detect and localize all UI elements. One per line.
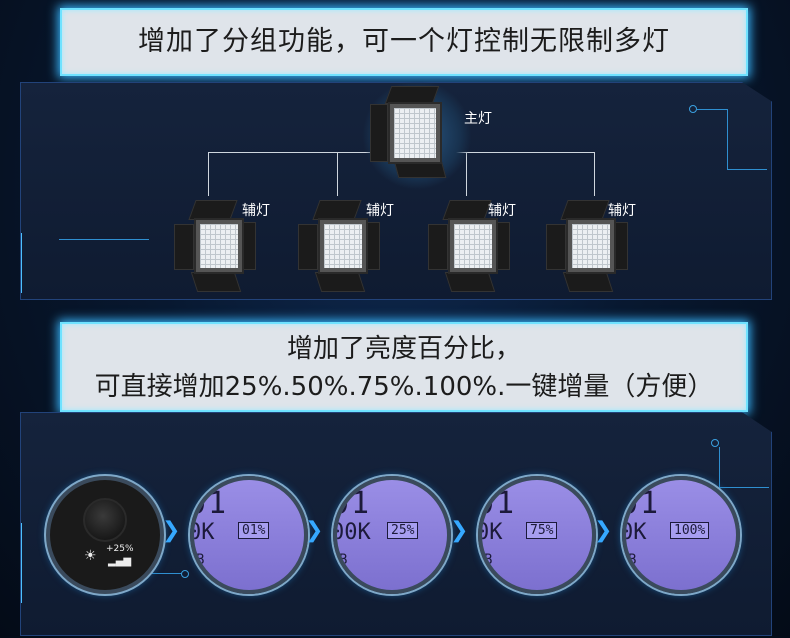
lcd-line2: 0K — [478, 520, 503, 545]
lcd-line3: B — [339, 552, 348, 568]
lcd-display: 01 00K B 25% — [333, 476, 451, 594]
aux-lamp-icon — [428, 198, 510, 294]
lcd-line2: 0K — [190, 520, 215, 545]
lcd-display: 01 0K B 01% — [190, 476, 308, 594]
grouping-banner: 增加了分组功能，可一个灯控制无限制多灯 — [60, 8, 748, 76]
lcd-percent: 75% — [526, 522, 558, 539]
grouping-banner-text: 增加了分组功能，可一个灯控制无限制多灯 — [138, 26, 670, 57]
lcd-line3: B — [196, 552, 205, 568]
decor-line — [59, 239, 149, 240]
decor-line — [719, 487, 769, 488]
lcd-percent: 25% — [387, 522, 419, 539]
decor-dot — [689, 105, 697, 113]
brightness-knob-closeup: ☀ +25% ▂▄▆ — [46, 476, 164, 594]
decor-line — [727, 109, 728, 169]
brightness-banner: 增加了亮度百分比， 可直接增加25%.50%.75%.100%.一键增量（方便） — [60, 322, 748, 412]
decor-line — [21, 233, 22, 293]
brightness-banner-line1: 增加了亮度百分比， — [286, 334, 521, 364]
lcd-display: 01 0K B 100% — [622, 476, 740, 594]
group-connector — [594, 152, 595, 196]
aux-lamp-label: 辅灯 — [488, 203, 516, 219]
lcd-line1: 01 — [333, 486, 372, 521]
lcd-line1: 01 — [622, 486, 661, 521]
lcd-percent: 100% — [670, 522, 710, 539]
chevron-right-icon: ❯ — [305, 518, 324, 543]
decor-dot — [181, 570, 189, 578]
aux-lamp-icon — [546, 198, 628, 294]
main-lamp-label: 主灯 — [464, 111, 492, 127]
group-connector — [337, 152, 338, 196]
step-label: +25% — [106, 544, 134, 554]
decor-line — [21, 523, 22, 603]
main-lamp-icon — [370, 86, 464, 180]
sun-icon: ☀ — [84, 548, 97, 564]
brightness-banner-line2: 可直接增加25%.50%.75%.100%.一键增量（方便） — [94, 372, 714, 402]
lcd-line3: B — [484, 552, 493, 568]
lcd-line1: 01 — [190, 486, 229, 521]
signal-bars-icon: ▂▄▆ — [108, 556, 132, 567]
lcd-line1: 01 — [478, 486, 517, 521]
decor-dot — [711, 439, 719, 447]
lcd-display: 01 0K B 75% — [478, 476, 596, 594]
aux-lamp-label: 辅灯 — [366, 203, 394, 219]
decor-line — [727, 169, 767, 170]
aux-lamp-label: 辅灯 — [242, 203, 270, 219]
decor-line — [697, 109, 727, 110]
group-connector — [208, 152, 209, 196]
chevron-right-icon: ❯ — [162, 518, 181, 543]
lcd-line2: 0K — [622, 520, 647, 545]
aux-lamp-icon — [298, 198, 380, 294]
group-connector — [466, 152, 467, 196]
decor-line — [719, 447, 720, 487]
lcd-line3: B — [628, 552, 637, 568]
brightness-knob-button — [83, 498, 127, 542]
aux-lamp-label: 辅灯 — [608, 203, 636, 219]
chevron-right-icon: ❯ — [594, 518, 613, 543]
chevron-right-icon: ❯ — [450, 518, 469, 543]
aux-lamp-icon — [174, 198, 256, 294]
lcd-percent: 01% — [238, 522, 270, 539]
lcd-line2: 00K — [333, 520, 371, 545]
